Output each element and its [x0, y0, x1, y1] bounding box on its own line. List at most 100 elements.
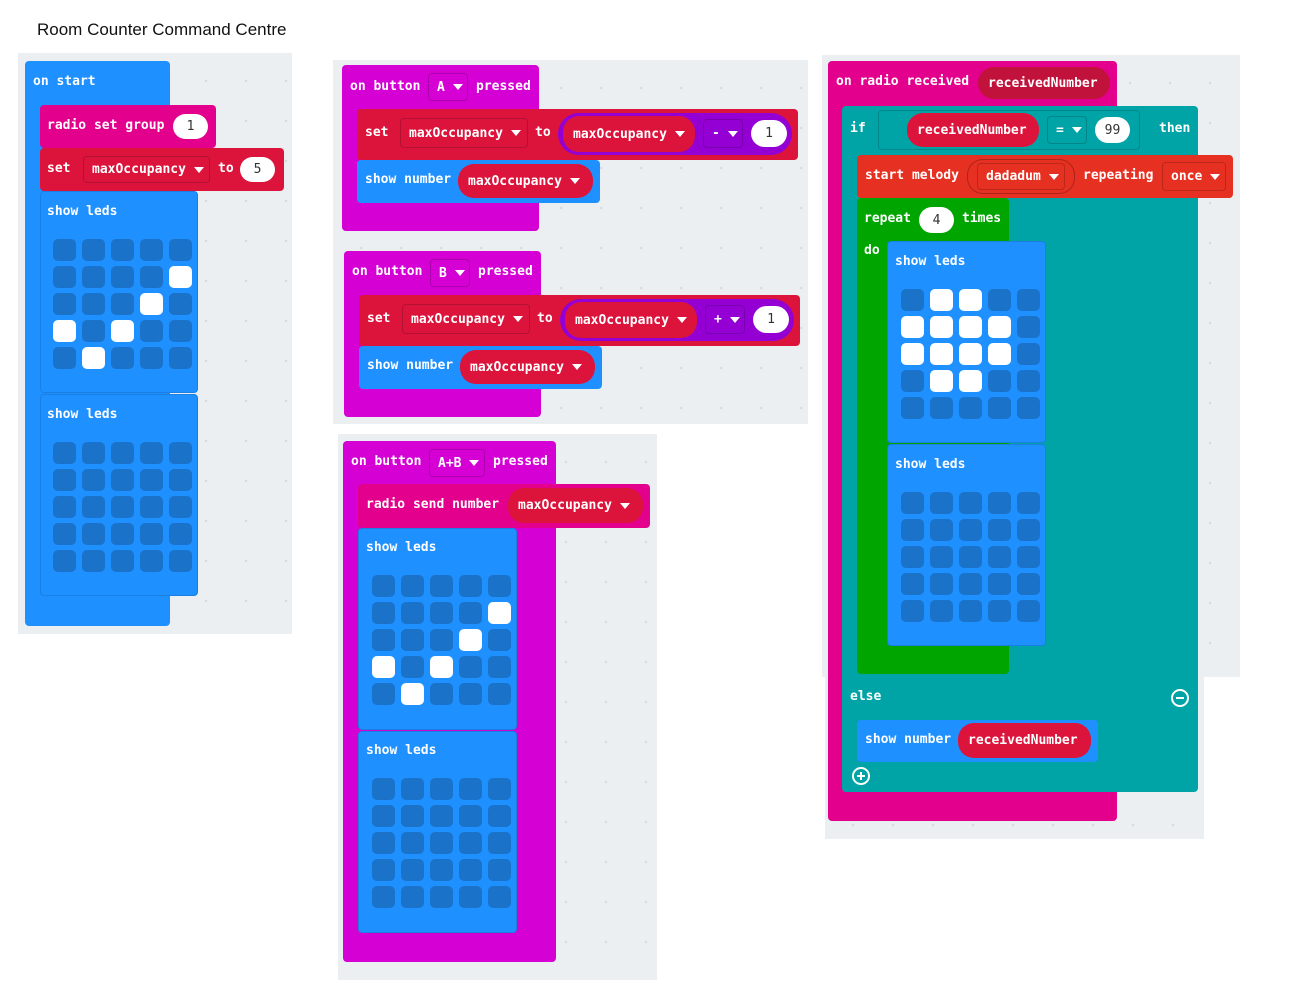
led-cell[interactable]	[169, 347, 192, 369]
led-cell[interactable]	[930, 573, 953, 595]
led-cell[interactable]	[53, 496, 76, 518]
led-cell[interactable]	[430, 778, 453, 800]
led-cell[interactable]	[959, 573, 982, 595]
led-cell[interactable]	[140, 442, 163, 464]
led-cell[interactable]	[930, 343, 953, 365]
led-cell[interactable]	[401, 656, 424, 678]
led-cell[interactable]	[53, 293, 76, 315]
led-cell[interactable]	[959, 492, 982, 514]
led-cell[interactable]	[901, 492, 924, 514]
led-cell[interactable]	[111, 496, 134, 518]
radio-group-input[interactable]: 1	[173, 114, 208, 139]
led-cell[interactable]	[169, 293, 192, 315]
led-cell[interactable]	[401, 859, 424, 881]
led-cell[interactable]	[401, 683, 424, 705]
led-cell[interactable]	[901, 343, 924, 365]
led-cell[interactable]	[1017, 519, 1040, 541]
led-cell[interactable]	[401, 602, 424, 624]
led-cell[interactable]	[488, 575, 511, 597]
led-cell[interactable]	[459, 656, 482, 678]
led-cell[interactable]	[459, 629, 482, 651]
led-cell[interactable]	[372, 859, 395, 881]
led-cell[interactable]	[1017, 573, 1040, 595]
led-cell[interactable]	[53, 239, 76, 261]
led-cell[interactable]	[459, 805, 482, 827]
led-cell[interactable]	[1017, 546, 1040, 568]
led-cell[interactable]	[459, 859, 482, 881]
led-cell[interactable]	[111, 347, 134, 369]
repeating-mode-dropdown[interactable]: once	[1162, 162, 1226, 191]
led-cell[interactable]	[372, 832, 395, 854]
led-cell[interactable]	[140, 347, 163, 369]
led-cell[interactable]	[459, 602, 482, 624]
led-cell[interactable]	[140, 320, 163, 342]
led-cell[interactable]	[82, 496, 105, 518]
led-cell[interactable]	[959, 519, 982, 541]
operand-input[interactable]: 1	[753, 306, 789, 333]
led-cell[interactable]	[169, 320, 192, 342]
variable-reporter[interactable]: maxOccupancy	[563, 116, 695, 152]
led-cell[interactable]	[988, 492, 1011, 514]
led-cell[interactable]	[111, 293, 134, 315]
received-number-param[interactable]: receivedNumber	[978, 67, 1110, 99]
led-grid[interactable]	[53, 442, 192, 572]
operator-dropdown[interactable]: +	[705, 305, 745, 334]
led-cell[interactable]	[988, 519, 1011, 541]
led-cell[interactable]	[169, 239, 192, 261]
led-cell[interactable]	[988, 316, 1011, 338]
led-cell[interactable]	[140, 239, 163, 261]
led-cell[interactable]	[401, 575, 424, 597]
led-cell[interactable]	[53, 347, 76, 369]
led-cell[interactable]	[53, 469, 76, 491]
led-cell[interactable]	[111, 550, 134, 572]
variable-reporter[interactable]: receivedNumber	[958, 723, 1091, 758]
led-cell[interactable]	[372, 575, 395, 597]
led-cell[interactable]	[401, 778, 424, 800]
led-cell[interactable]	[488, 886, 511, 908]
operator-dropdown[interactable]: -	[703, 119, 743, 148]
led-cell[interactable]	[82, 442, 105, 464]
led-cell[interactable]	[140, 496, 163, 518]
led-cell[interactable]	[959, 600, 982, 622]
led-cell[interactable]	[988, 370, 1011, 392]
variable-reporter[interactable]: maxOccupancy	[458, 164, 593, 198]
led-grid[interactable]	[53, 239, 192, 369]
led-cell[interactable]	[1017, 343, 1040, 365]
variable-dropdown[interactable]: maxOccupancy	[83, 156, 210, 183]
led-cell[interactable]	[430, 683, 453, 705]
led-grid[interactable]	[372, 778, 511, 908]
led-cell[interactable]	[930, 546, 953, 568]
led-cell[interactable]	[430, 859, 453, 881]
led-cell[interactable]	[372, 778, 395, 800]
led-cell[interactable]	[488, 805, 511, 827]
led-cell[interactable]	[140, 550, 163, 572]
led-cell[interactable]	[53, 442, 76, 464]
led-cell[interactable]	[430, 832, 453, 854]
led-cell[interactable]	[930, 370, 953, 392]
led-cell[interactable]	[140, 469, 163, 491]
led-cell[interactable]	[959, 370, 982, 392]
led-cell[interactable]	[901, 289, 924, 311]
comparison-value-input[interactable]: 99	[1095, 117, 1130, 143]
operand-input[interactable]: 1	[751, 120, 787, 147]
led-cell[interactable]	[901, 519, 924, 541]
led-cell[interactable]	[1017, 397, 1040, 419]
led-cell[interactable]	[488, 683, 511, 705]
led-cell[interactable]	[372, 602, 395, 624]
led-cell[interactable]	[459, 832, 482, 854]
led-cell[interactable]	[459, 886, 482, 908]
led-cell[interactable]	[169, 469, 192, 491]
led-cell[interactable]	[140, 266, 163, 288]
led-cell[interactable]	[988, 600, 1011, 622]
variable-dropdown[interactable]: maxOccupancy	[402, 304, 530, 334]
led-cell[interactable]	[82, 293, 105, 315]
led-cell[interactable]	[53, 266, 76, 288]
variable-reporter[interactable]: maxOccupancy	[565, 302, 697, 338]
led-cell[interactable]	[82, 266, 105, 288]
led-cell[interactable]	[372, 805, 395, 827]
led-cell[interactable]	[82, 469, 105, 491]
led-cell[interactable]	[372, 629, 395, 651]
led-cell[interactable]	[459, 778, 482, 800]
led-cell[interactable]	[488, 832, 511, 854]
led-cell[interactable]	[401, 805, 424, 827]
